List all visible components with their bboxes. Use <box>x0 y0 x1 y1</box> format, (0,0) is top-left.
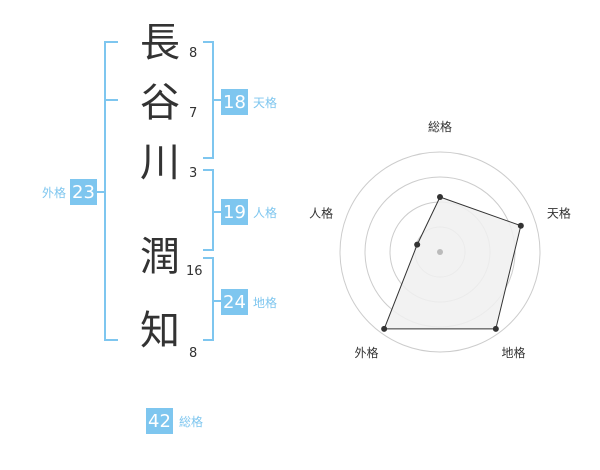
stroke-count-4: 16 <box>186 264 203 279</box>
radar-points <box>381 194 524 332</box>
chikaku-bracket <box>203 257 214 341</box>
radar-area <box>383 196 522 330</box>
tenkaku-badge-box <box>221 89 248 115</box>
tenkaku-bracket <box>203 41 214 159</box>
stroke-count-3: 3 <box>189 166 197 181</box>
jinkaku-bracket <box>203 169 214 251</box>
brackets <box>95 41 223 341</box>
chikaku-badge-box <box>221 289 248 315</box>
soukaku-label: 総格 <box>179 414 203 429</box>
gaikaku-label: 外格 <box>42 185 66 200</box>
gaikaku-bracket <box>104 41 118 341</box>
radar-axis-label-4: 外格 <box>354 345 378 360</box>
radar-center-dot <box>437 249 443 255</box>
chikaku-value: 24 <box>223 292 246 313</box>
gaikaku-badge: 外格 23 <box>42 179 97 205</box>
gaikaku-badge-box <box>70 179 97 205</box>
radar-point-4 <box>381 325 388 332</box>
radar-ring <box>339 151 541 353</box>
tenkaku-value: 18 <box>223 92 246 113</box>
radar-point-3 <box>492 325 499 332</box>
jinkaku-badge-box <box>221 199 248 225</box>
soukaku-badge-box <box>146 408 173 434</box>
name-char-4: 潤 <box>140 234 180 280</box>
tenkaku-badge: 18 天格 <box>221 89 277 115</box>
name-char-2: 谷 <box>140 80 180 126</box>
radar-axis-label-3: 地格 <box>501 345 525 360</box>
radar-point-2 <box>517 222 524 229</box>
name-char-5: 知 <box>140 308 180 354</box>
radar-point-5 <box>414 241 421 248</box>
stroke-count-1: 8 <box>189 46 197 61</box>
jinkaku-label: 人格 <box>253 205 277 220</box>
chikaku-label: 地格 <box>253 295 277 310</box>
tenkaku-label: 天格 <box>253 95 277 110</box>
radar-axis-label-1: 総格 <box>428 119 452 134</box>
stroke-count-2: 7 <box>189 106 197 121</box>
jinkaku-value: 19 <box>223 202 246 223</box>
name-char-1: 長 <box>140 20 180 66</box>
soukaku-value: 42 <box>148 411 171 432</box>
name-characters: 長 8 谷 7 川 3 潤 16 知 8 <box>140 20 203 361</box>
radar-axis-label-5: 人格 <box>309 205 333 220</box>
soukaku-badge: 42 総格 <box>146 408 203 434</box>
chikaku-badge: 24 地格 <box>221 289 277 315</box>
jinkaku-badge: 19 人格 <box>221 199 277 225</box>
radar-axis-label-2: 天格 <box>547 205 571 220</box>
stroke-count-5: 8 <box>189 346 197 361</box>
radar-point-1 <box>437 194 443 200</box>
name-char-3: 川 <box>140 140 180 186</box>
gaikaku-value: 23 <box>72 182 95 203</box>
fortune-badges: 18 天格 19 人格 24 地格 外格 23 42 総格 <box>42 89 277 434</box>
